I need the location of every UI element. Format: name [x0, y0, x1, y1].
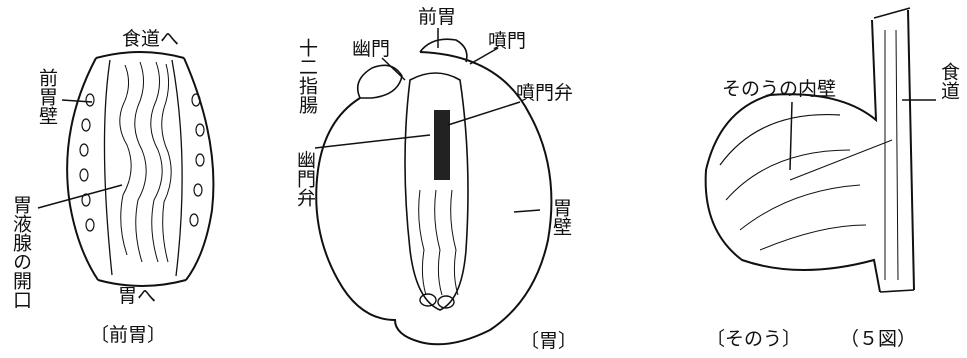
stomach-drawing — [315, 28, 551, 344]
caption-crop: 〔そのう〕 — [706, 324, 801, 351]
caption-stomach: 〔胃〕 — [520, 326, 577, 353]
label-to-esophagus: 食道へ — [122, 30, 179, 49]
label-cardiac-valve: 噴門弁 — [516, 84, 573, 103]
label-stomach-wall: 胃壁 — [550, 198, 570, 236]
label-to-stomach: 胃へ — [118, 287, 156, 306]
label-pylorus: 幽門 — [352, 40, 390, 59]
crop-drawing — [706, 8, 936, 292]
figure-number: （５図） — [840, 324, 916, 351]
caption-proventriculus: 〔前胃〕 — [90, 320, 166, 347]
label-gland-openings: 胃液腺の開口 — [10, 195, 30, 309]
proventriculus-drawing — [38, 52, 213, 286]
label-proventriculus-wall: 前胃壁 — [36, 68, 56, 125]
label-crop-inner-wall: そのうの内壁 — [722, 80, 836, 99]
label-duodenum: 十二指腸 — [296, 38, 316, 114]
label-cardia: 噴門 — [488, 32, 526, 51]
label-pyloric-valve: 幽門弁 — [294, 150, 314, 207]
label-stomach-proventriculus: 前胃 — [418, 8, 456, 27]
label-esophagus: 食道 — [938, 62, 958, 100]
